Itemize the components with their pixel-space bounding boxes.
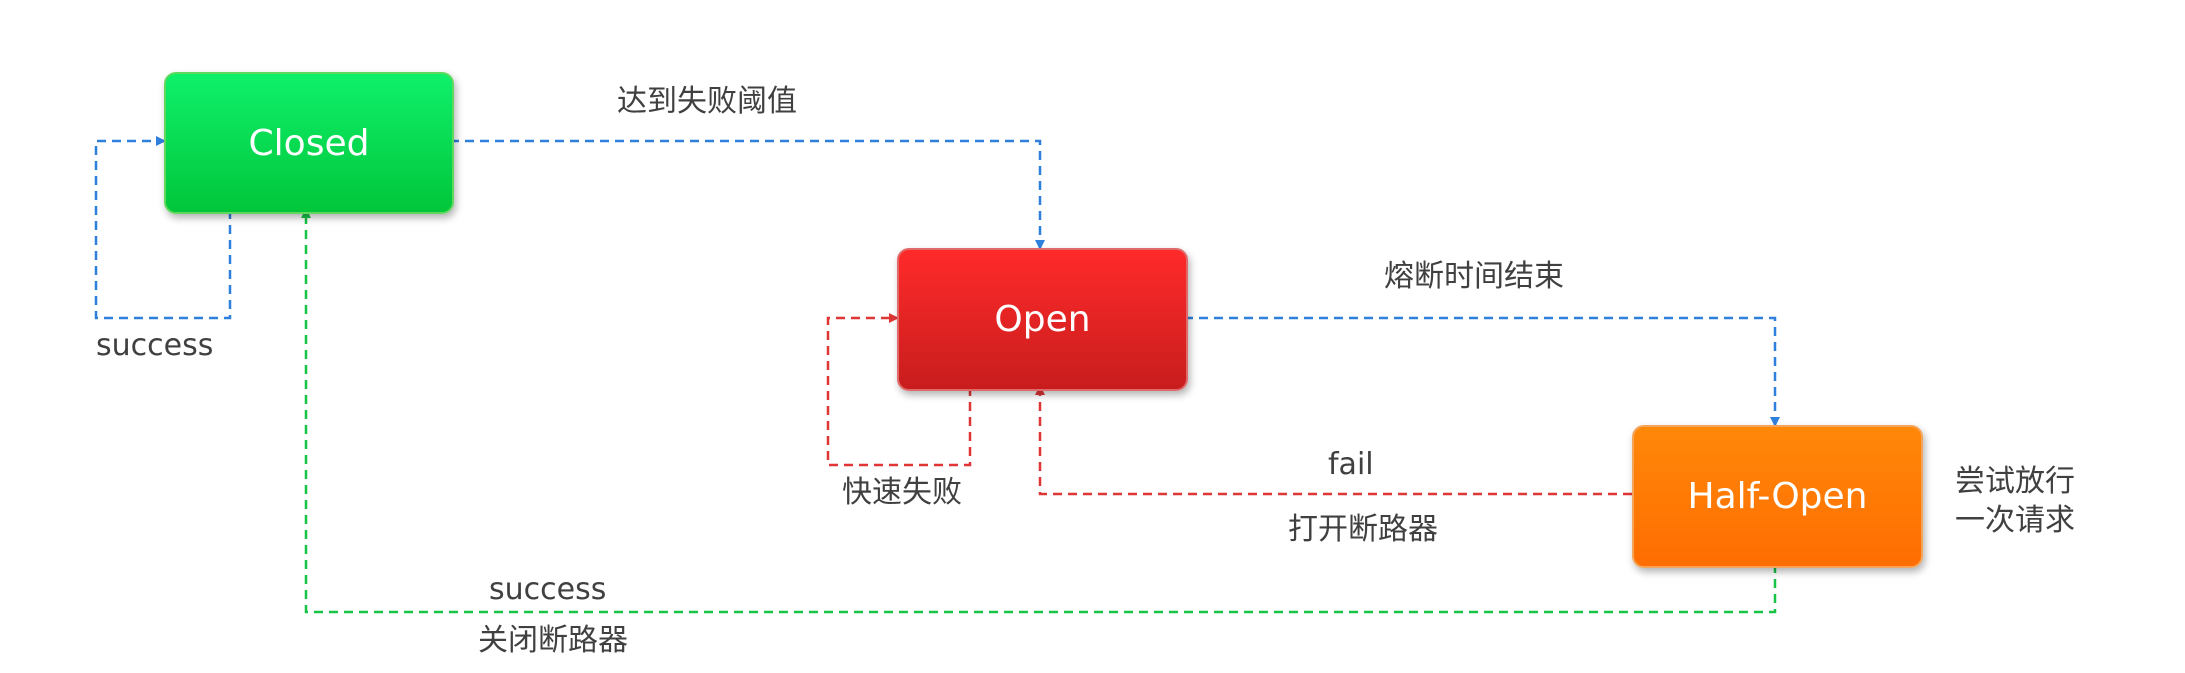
label-half-open-to-closed-close-breaker: 关闭断路器: [478, 623, 628, 658]
note-half-open-line1: 尝试放行: [1955, 464, 2075, 499]
edge-half-open-to-closed: [301, 208, 1777, 614]
state-half-open-label: Half-Open: [1687, 476, 1868, 517]
label-open-self-fast-fail: 快速失败: [842, 475, 962, 510]
state-open: Open: [897, 248, 1188, 391]
state-closed: Closed: [164, 72, 454, 214]
edge-open-self-loop: [826, 313, 972, 467]
label-open-to-half-open: 熔断时间结束: [1384, 259, 1564, 294]
edge-closed-self-loop: [94, 136, 232, 320]
label-half-open-to-closed-success: success: [489, 572, 607, 607]
label-half-open-to-open-open-breaker: 打开断路器: [1288, 512, 1438, 547]
label-half-open-to-open-fail: fail: [1328, 447, 1374, 482]
note-half-open-line2: 一次请求: [1955, 503, 2075, 538]
edge-half-open-to-open: [1035, 385, 1632, 496]
state-half-open: Half-Open: [1632, 425, 1923, 568]
label-closed-self-success: success: [96, 328, 214, 363]
label-closed-to-open: 达到失败阈值: [617, 84, 797, 119]
edge-open-to-half-open: [1184, 316, 1780, 427]
edge-closed-to-open: [450, 139, 1045, 250]
state-closed-label: Closed: [248, 122, 370, 164]
state-open-label: Open: [994, 299, 1091, 340]
note-half-open: 尝试放行 一次请求: [1955, 462, 2095, 540]
